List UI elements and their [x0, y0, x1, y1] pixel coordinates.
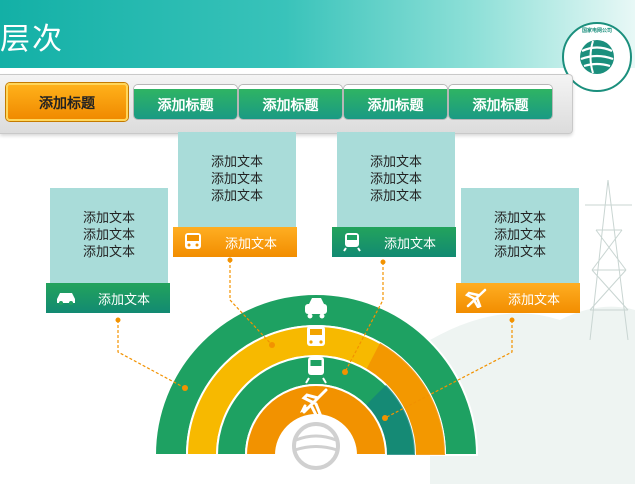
page-title: 层次: [0, 22, 64, 57]
tab-title-4[interactable]: 添加标题: [344, 85, 447, 119]
card-label-bar-1[interactable]: 添加文本: [46, 283, 170, 313]
power-tower-decoration: [585, 179, 632, 341]
text-card-4[interactable]: 添加文本 添加文本 添加文本: [461, 188, 579, 283]
card-label-bar-4[interactable]: 添加文本: [456, 283, 580, 313]
bus-icon: [173, 227, 213, 257]
tab-title-3[interactable]: 添加标题: [239, 85, 342, 119]
airplane-icon: [456, 283, 496, 313]
header-band: 层次: [0, 0, 635, 68]
train-icon: [332, 227, 372, 257]
tab-title-2[interactable]: 添加标题: [134, 85, 237, 119]
tab-bar: 添加标题 添加标题 添加标题 添加标题 添加标题: [0, 74, 573, 134]
airplane-icon: [299, 388, 328, 420]
bus-icon: [307, 326, 325, 346]
state-grid-logo: 国家电网公司: [560, 20, 634, 94]
tab-title-1[interactable]: 添加标题: [6, 83, 128, 121]
car-icon: [305, 298, 327, 319]
car-icon: [46, 283, 86, 313]
connector-lines: [117, 260, 513, 419]
globe-icon: [292, 422, 340, 470]
text-card-3[interactable]: 添加文本 添加文本 添加文本: [337, 132, 455, 227]
card-label-bar-2[interactable]: 添加文本: [173, 227, 297, 257]
text-card-1[interactable]: 添加文本 添加文本 添加文本: [50, 188, 168, 283]
connector-dots: [115, 257, 515, 421]
tab-title-5[interactable]: 添加标题: [449, 85, 552, 119]
svg-text:国家电网公司: 国家电网公司: [582, 27, 612, 34]
text-card-2[interactable]: 添加文本 添加文本 添加文本: [178, 132, 296, 227]
train-icon: [305, 357, 327, 384]
card-label-bar-3[interactable]: 添加文本: [332, 227, 456, 257]
